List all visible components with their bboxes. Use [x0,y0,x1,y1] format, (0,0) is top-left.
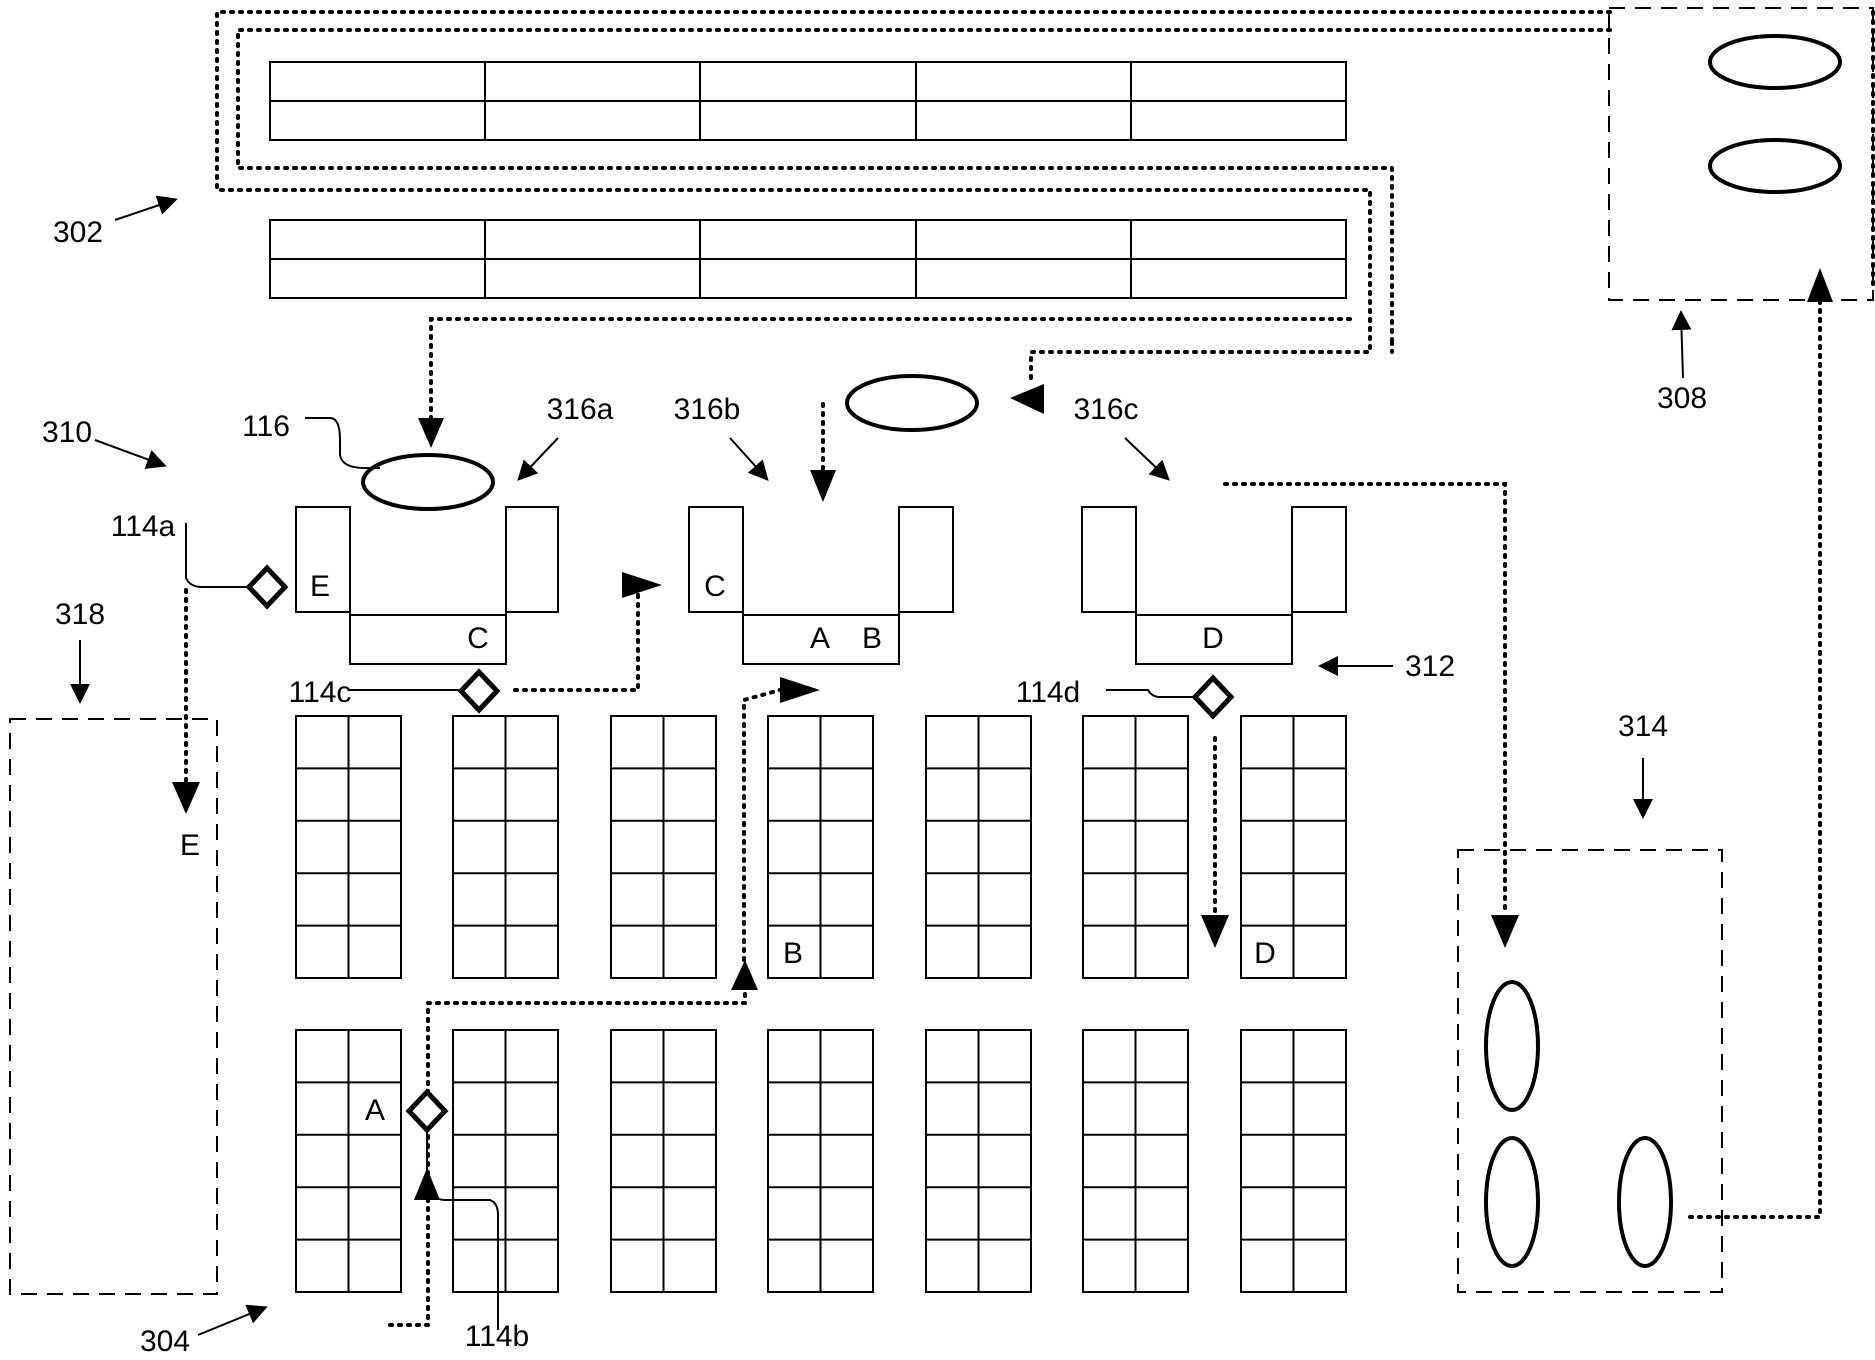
diamond-114b [405,1088,449,1134]
callout-arrows [70,195,1692,1336]
arrow-up-rack [731,960,758,990]
callout-302 [114,195,178,221]
robot-ellipse [1484,1136,1540,1268]
station-316c-bottom-letter: D [1202,622,1224,655]
rack-grid [295,715,1347,1293]
zone-314 [1457,849,1723,1293]
rack-block [295,715,402,979]
station-316a [295,506,559,665]
robot-116 [361,453,495,511]
diamond-114c [457,668,501,714]
ref-114a: 114a [111,510,176,543]
diamond-markers [245,564,1235,1134]
station-316a-left-letter: E [310,570,330,603]
ref-304: 304 [140,1325,190,1355]
zone-318-letter-e: E [180,829,200,862]
rack-block [295,1029,402,1293]
rack-block [767,1029,874,1293]
arrow-down-114d [1201,915,1229,948]
rack-block [610,715,717,979]
ref-316a: 316a [547,393,614,426]
rack-letter-b: B [783,937,803,970]
ref-114b: 114b [465,1320,530,1353]
callout-316c [1124,437,1170,481]
station-316b-bottom-letter-b: B [862,622,882,655]
rack-letter-d: D [1254,937,1276,970]
callout-308 [1671,310,1692,379]
ref-302: 302 [53,216,103,249]
callout-304 [197,1304,268,1336]
arrow-down-116 [418,418,444,448]
robot-moving [845,374,979,432]
robot-ellipse [1617,1136,1673,1268]
robot-ellipse [1708,138,1842,194]
callout-310 [94,439,167,469]
robot-ellipse [1484,980,1540,1112]
robot-paths [184,10,1875,1327]
arrow-right-rack [780,677,820,703]
diamond-114d [1191,674,1235,720]
rack-block [925,1029,1032,1293]
ref-316b: 316b [674,393,741,426]
callout-316b [729,437,769,481]
robot-ellipse [1708,34,1842,90]
rack-block [925,715,1032,979]
arrow-right-316b [622,572,662,598]
zone-308 [1608,7,1874,301]
ref-318: 318 [55,598,105,631]
rack-block [767,715,874,979]
ref-116: 116 [242,410,290,443]
callout-316a [517,437,559,481]
ref-316c: 316c [1073,393,1138,426]
arrow-left-robot [1010,384,1044,414]
leader-lines [185,417,1195,1330]
station-316b [688,506,954,665]
ref-114d: 114d [1016,676,1081,709]
ref-310: 310 [42,416,92,449]
arrow-up-308 [1807,268,1833,302]
arrow-down-318 [172,782,200,814]
rack-block [1240,1029,1347,1293]
rack-letter-a: A [365,1094,385,1127]
ref-114c: 114c [289,676,352,709]
rack-block [1082,715,1189,979]
arrow-down-316b [810,470,836,502]
zone-318 [9,718,218,1295]
station-316b-left-letter: C [704,570,726,603]
ref-312: 312 [1405,650,1455,683]
rack-block [610,1029,717,1293]
rack-block [452,1029,559,1293]
ref-314: 314 [1618,710,1668,743]
arrow-down-314 [1491,915,1519,948]
diamond-114a [245,564,289,610]
station-316b-bottom-letter-a: A [810,622,830,655]
path-arrowheads [172,268,1833,1200]
station-316a-bottom-letter: C [467,622,489,655]
rack-block [1082,1029,1189,1293]
station-316c [1081,506,1347,665]
ref-308: 308 [1657,382,1707,415]
top-shelf-grid-lower [269,219,1347,299]
top-shelf-grid-upper [269,61,1347,141]
rack-block [1240,715,1347,979]
rack-block [452,715,559,979]
